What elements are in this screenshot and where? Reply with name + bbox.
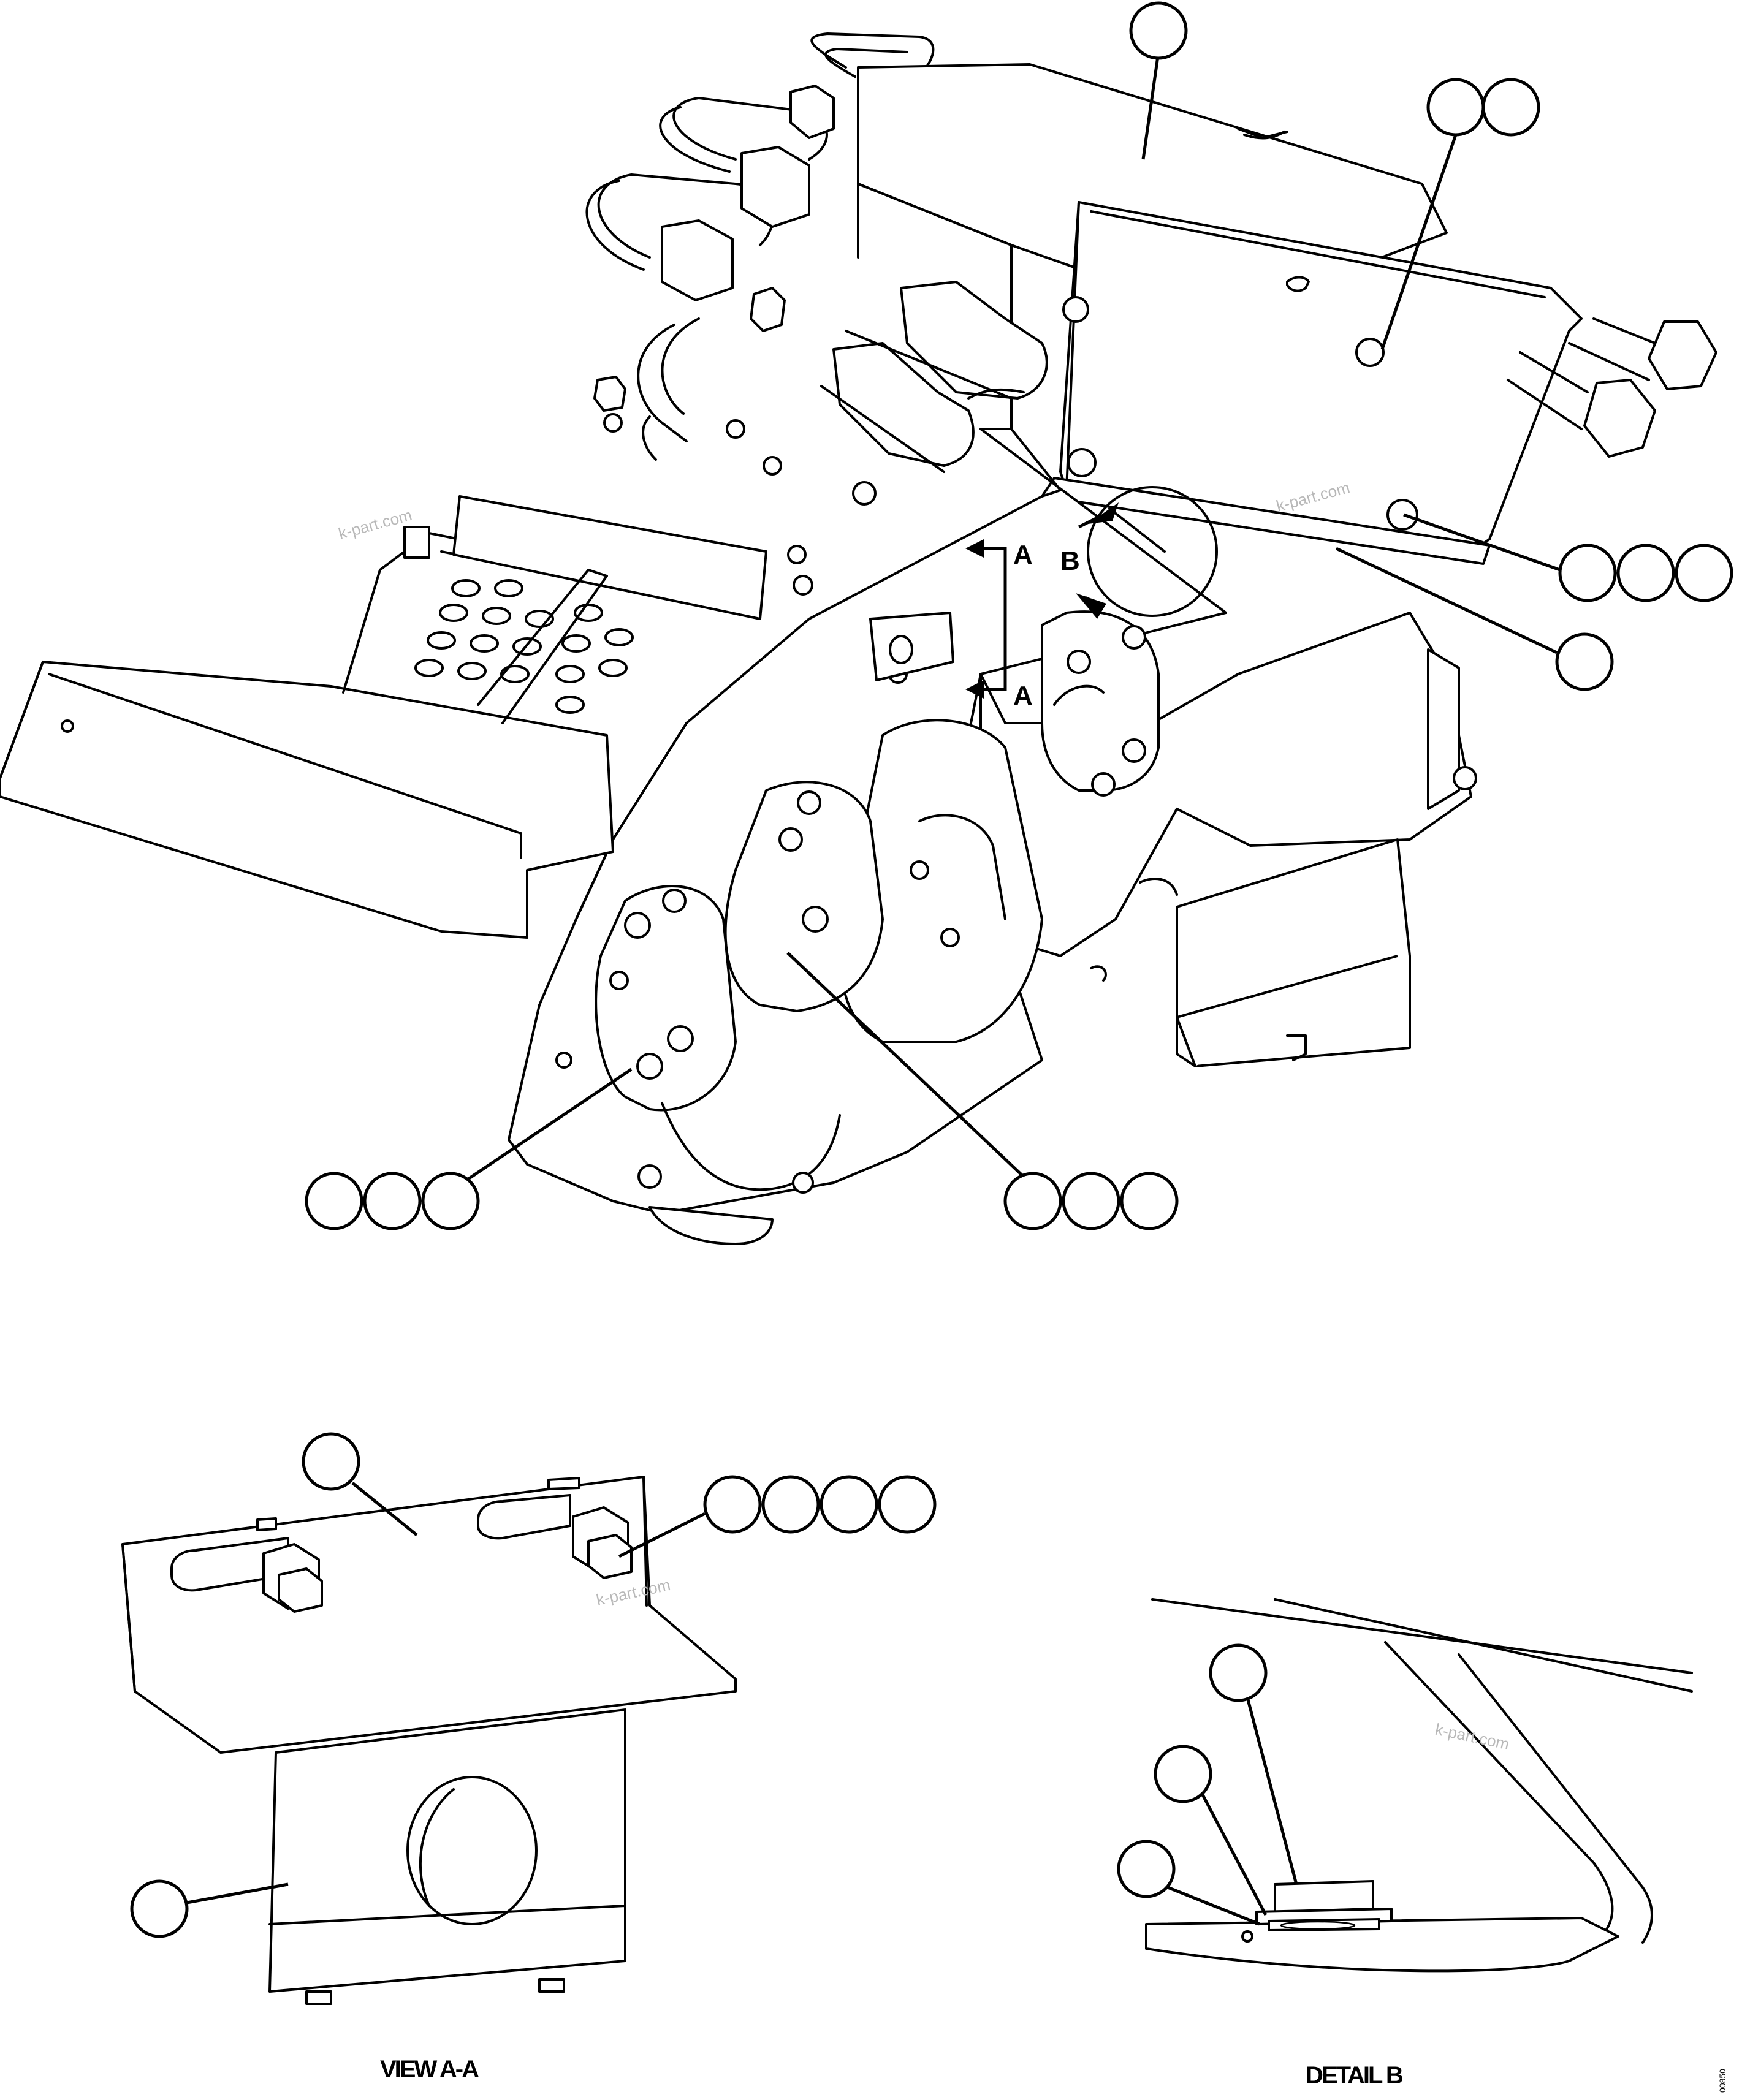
callout-bubble <box>421 1172 480 1230</box>
arrowhead-icon <box>965 539 984 558</box>
detail-b-caption: DETAIL B <box>1306 2062 1403 2089</box>
watermark-text: k-part.com <box>337 506 414 543</box>
section-label-top: A <box>1013 540 1033 570</box>
arrowhead-icon <box>1088 502 1119 524</box>
view-a-a: k-part.com VIEW A-A <box>121 1432 937 2083</box>
bottom-cover <box>648 1206 774 1245</box>
callout-bubble <box>1675 544 1733 602</box>
hydraulic-tubes <box>585 32 935 461</box>
assembly-bolts <box>555 296 1477 1194</box>
callout-bubble <box>302 1432 360 1491</box>
callout-bubble <box>363 1172 422 1230</box>
arrowhead-icon <box>965 680 984 699</box>
callout-bubble <box>1117 1840 1176 1898</box>
callout-bubble <box>1555 632 1614 691</box>
step-holes <box>414 579 634 714</box>
right-hex-bolts <box>1507 317 1717 458</box>
detail-b-marker: B <box>1060 546 1080 576</box>
callout-bubble <box>1062 1172 1120 1230</box>
callout-bubble <box>1209 1643 1268 1702</box>
callout-bubble <box>1481 78 1540 137</box>
section-block <box>869 612 954 681</box>
section-a-a-markers: A A <box>965 539 1033 711</box>
quick-couplers <box>820 281 1048 473</box>
callout-bubble <box>1003 1172 1062 1230</box>
callout-bubble <box>1154 1745 1212 1803</box>
arrowhead-icon <box>1076 593 1106 619</box>
drawing-code: 00850 <box>1717 2069 1727 2093</box>
callout-bubble <box>1616 544 1675 602</box>
step-platform <box>0 495 767 939</box>
callout-bubble <box>130 1879 189 1938</box>
watermark-text: k-part.com <box>1434 1720 1511 1754</box>
callouts-main <box>305 1 1733 1230</box>
callout-bubble <box>1120 1172 1179 1230</box>
callout-bubble <box>305 1172 363 1230</box>
detail-b-indicator: B <box>1060 486 1218 619</box>
callout-bubble <box>820 1475 878 1534</box>
callout-bubble <box>761 1475 820 1534</box>
detail-b: k-part.com DETAIL B 00850 <box>1117 1598 1727 2093</box>
callout-bubble <box>1426 78 1485 137</box>
callout-bubble <box>703 1475 762 1534</box>
tube-nuts <box>593 85 835 412</box>
view-a-a-caption: VIEW A-A <box>380 2056 479 2083</box>
callout-bubble <box>878 1475 937 1534</box>
callout-bubble <box>1558 544 1617 602</box>
mounting-bracket-plate <box>1004 201 1583 565</box>
section-label-bottom: A <box>1013 681 1033 711</box>
main-assembly: B A A k-part.com k-part.com <box>0 32 1717 1245</box>
callout-bubble <box>1129 1 1188 60</box>
